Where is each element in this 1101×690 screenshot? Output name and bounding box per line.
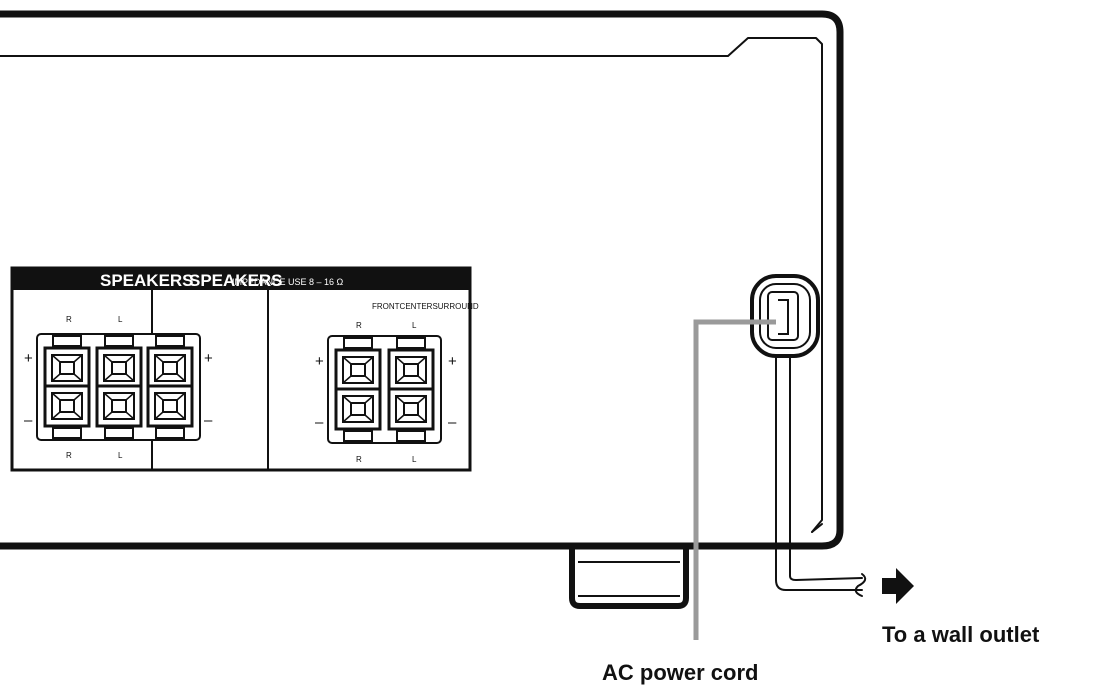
- terminal-tab-bottom: [343, 430, 373, 442]
- plus-mark-mid: +: [204, 350, 213, 367]
- terminal-tab-top: [343, 337, 373, 349]
- speaker-terminal-plus: [146, 346, 194, 390]
- speaker-terminal-plus: [43, 346, 91, 390]
- channel-l-top-right: L: [412, 321, 417, 330]
- terminal-tab-top: [155, 335, 185, 347]
- channel-r-bottom-left: R: [66, 451, 72, 460]
- minus-mark-left: –: [24, 412, 33, 429]
- ac-cord-strain-relief: [750, 274, 820, 358]
- minus-mark-right-a: –: [315, 414, 324, 431]
- plus-mark-right-a: +: [315, 353, 324, 370]
- speaker-terminal-plus: [334, 348, 382, 392]
- ac-power-cord-label: AC power cord: [602, 660, 758, 685]
- terminal-tab-top: [396, 337, 426, 349]
- ac-cord-leader-line: [693, 319, 776, 640]
- minus-mark-mid: –: [204, 412, 213, 429]
- receiver-chassis: [0, 10, 844, 550]
- channel-r-top-right: R: [356, 321, 362, 330]
- speaker-terminal-minus: [387, 387, 435, 431]
- front-center-surround-label: FRONTCENTERSURROUND: [372, 302, 479, 311]
- terminal-tab-top: [104, 335, 134, 347]
- terminal-tab-bottom: [52, 427, 82, 439]
- plus-mark-right-b: +: [448, 353, 457, 370]
- channel-l-bottom-left: L: [118, 451, 123, 460]
- speakers-label-left: SPEAKERS: [100, 271, 194, 290]
- chassis-foot: [569, 548, 689, 609]
- speaker-terminal-panel: SPEAKERS SPEAKERS IMPEDANCE USE 8 – 16 Ω…: [10, 266, 479, 472]
- terminal-tab-bottom: [396, 430, 426, 442]
- speaker-panel-header: [12, 268, 470, 290]
- terminal-tab-top: [52, 335, 82, 347]
- minus-mark-right-b: –: [448, 414, 457, 431]
- wall-outlet-arrow-icon: [882, 568, 914, 604]
- speaker-terminal-plus: [387, 348, 435, 392]
- speaker-terminal-plus: [95, 346, 143, 390]
- impedance-label: IMPEDANCE USE 8 – 16 Ω: [232, 277, 344, 287]
- plus-mark-left: +: [24, 350, 33, 367]
- wall-outlet-label: To a wall outlet: [882, 622, 1040, 647]
- speaker-terminal-minus: [95, 384, 143, 428]
- speaker-terminal-minus: [146, 384, 194, 428]
- terminal-tab-bottom: [104, 427, 134, 439]
- terminal-tab-bottom: [155, 427, 185, 439]
- terminal-group-right: [327, 335, 442, 444]
- channel-l-bottom-right: L: [412, 455, 417, 464]
- speaker-terminal-minus: [334, 387, 382, 431]
- channel-r-bottom-right: R: [356, 455, 362, 464]
- channel-r-top-left: R: [66, 315, 72, 324]
- speakers-label-right: SPEAKERS: [189, 271, 283, 290]
- channel-l-top-left: L: [118, 315, 123, 324]
- ac-power-cord: [775, 355, 867, 597]
- speaker-terminal-minus: [43, 384, 91, 428]
- terminal-group-left: [36, 333, 201, 441]
